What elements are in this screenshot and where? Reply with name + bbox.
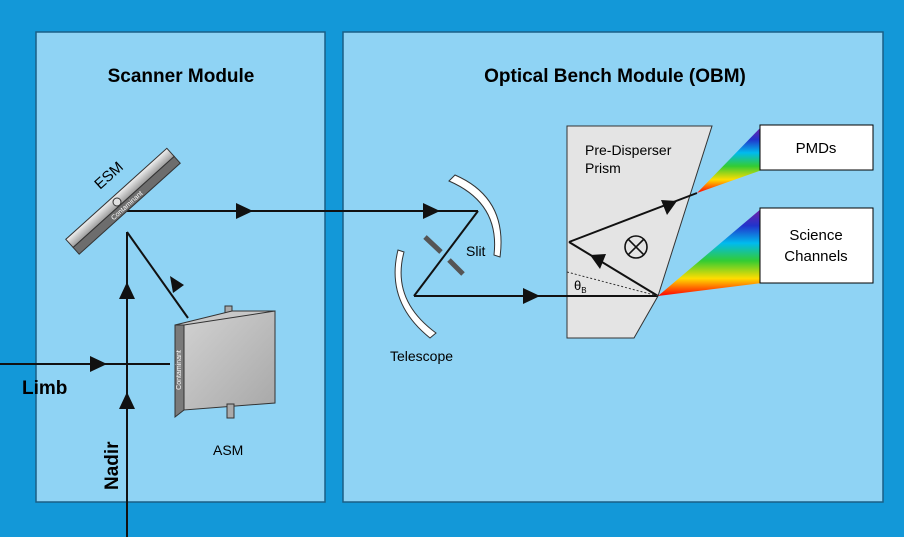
brewster-angle-label: θB — [574, 278, 587, 295]
telescope-label: Telescope — [390, 348, 453, 364]
asm-contaminant-label: Contaminant — [176, 350, 183, 390]
arrow-limb — [90, 356, 107, 372]
science-channels-label-line2: Channels — [784, 248, 847, 265]
slit — [423, 235, 465, 276]
science-channels-label-line1: Science — [789, 227, 842, 244]
arrow-telescope-in — [423, 203, 440, 219]
arrow-asm-beam — [170, 276, 184, 293]
science-channels-box — [759, 207, 874, 284]
arrow-to-prism — [523, 288, 540, 304]
telescope-mirror-primary — [448, 174, 502, 258]
asm-label: ASM — [213, 442, 243, 458]
scanner-module-panel — [35, 31, 326, 503]
arrow-nadir-upper — [119, 282, 135, 299]
esm-pivot — [112, 197, 122, 207]
pmds-label: PMDs — [796, 140, 837, 157]
nadir-label: Nadir — [102, 441, 123, 490]
beam-asm-to-esm — [126, 231, 189, 319]
arrow-esm-beam — [236, 203, 253, 219]
beam-telescope-cross — [413, 210, 479, 297]
science-spectrum-fan — [658, 208, 762, 296]
asm-mirror: Contaminant — [174, 305, 276, 419]
pmd-spectrum-fan — [697, 126, 762, 193]
slit-label: Slit — [466, 243, 486, 259]
beam-arrowheads — [90, 200, 677, 409]
pmds-box — [759, 124, 874, 171]
arrow-prism-internal — [590, 254, 606, 269]
arrow-prism-out — [661, 200, 677, 215]
limb-label: Limb — [22, 378, 67, 399]
obm-module-title: Optical Bench Module (OBM) — [484, 66, 746, 87]
scanner-module-title: Scanner Module — [108, 66, 255, 87]
polarisation-symbol — [624, 235, 648, 259]
prism-label-line1: Pre-Disperser — [585, 142, 672, 158]
beam-prism-internal-1 — [568, 241, 659, 297]
asm-box-front — [183, 310, 276, 411]
arrow-nadir-lower — [119, 392, 135, 409]
pre-disperser-prism — [566, 125, 713, 339]
telescope-mirror-secondary — [394, 249, 437, 339]
prism-label-line2: Prism — [585, 160, 621, 176]
asm-bottom-pin — [226, 403, 235, 419]
